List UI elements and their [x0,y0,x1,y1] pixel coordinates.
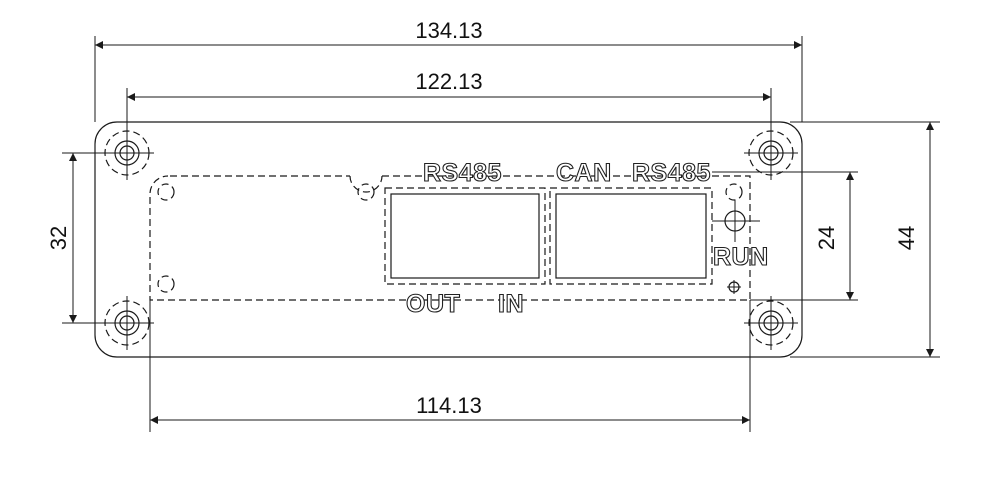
dimension-overall-height: 44 [790,121,940,358]
svg-text:134.13: 134.13 [415,18,482,43]
run-led [712,200,760,242]
svg-text:32: 32 [46,226,71,250]
mounting-hole-top-left [100,126,154,180]
svg-text:44: 44 [894,226,919,250]
svg-text:114.13: 114.13 [416,393,482,418]
dimension-overall-width: 134.13 [94,18,803,122]
dimension-hole-spacing-width: 122.13 [126,69,772,130]
mounting-hole-top-right [744,126,798,180]
label-out: OUT [406,290,460,318]
svg-text:24: 24 [814,226,839,250]
label-in: IN [498,290,524,318]
label-rs485-left: RS485 [423,159,502,187]
label-can: CAN [556,159,612,187]
mounting-hole-bottom-left [100,296,154,350]
panel-outline [94,121,803,358]
label-run: RUN [713,243,769,271]
cutout-corner-mark [157,183,175,201]
svg-text:122.13: 122.13 [415,69,482,94]
port-rs485-in [549,187,713,285]
cutout-corner-mark [157,275,175,293]
dimension-cutout-width: 114.13 [149,300,751,432]
dimension-port-height: 24 [712,171,858,301]
mounting-hole-bottom-right [744,296,798,350]
cutout-corner-mark [725,183,743,201]
dimension-hole-spacing-height: 32 [46,152,105,324]
port-rs485-out [384,187,546,285]
cutout-notch [349,175,383,193]
label-rs485-right: RS485 [632,159,711,187]
led-small-mark [727,280,741,294]
cutout-outline [149,175,751,301]
cutout-corner-mark [357,183,375,201]
